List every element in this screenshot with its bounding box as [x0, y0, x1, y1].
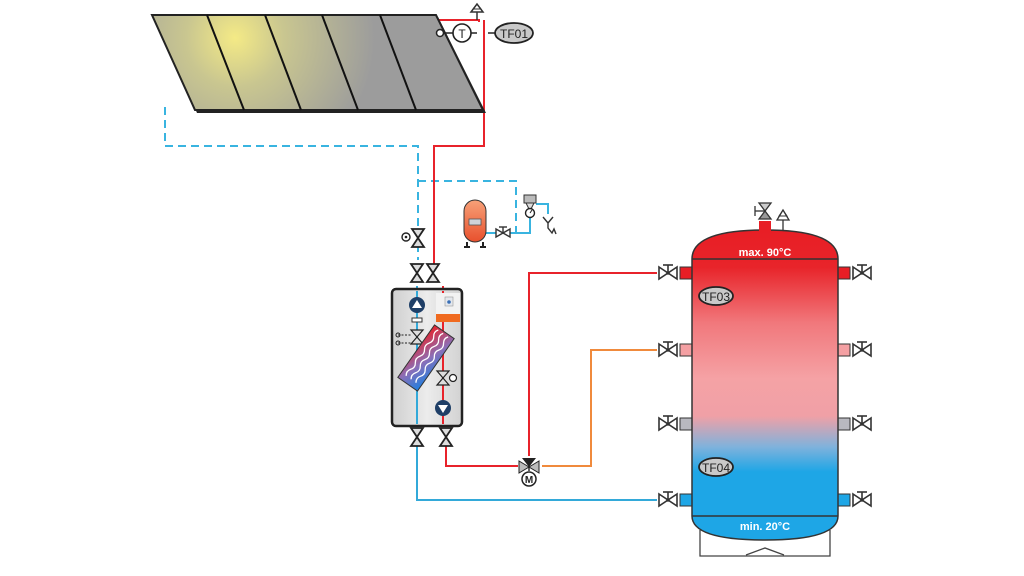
tank-port	[679, 266, 693, 280]
tank-valve-right-bottom	[852, 491, 872, 507]
tank-port	[837, 417, 851, 431]
shutoff-valve-icon	[410, 427, 424, 447]
collector-temperature-sensor: T TF01	[435, 22, 534, 44]
tank-valve-right-top	[852, 264, 872, 280]
expansion-vessel	[463, 199, 487, 248]
max-temperature-label: max. 90°C	[739, 247, 792, 259]
tank-port	[679, 417, 693, 431]
solar-pump-station	[390, 287, 464, 428]
safety-drain-pipe	[536, 203, 549, 214]
warm-pipe-tank-mid	[542, 349, 657, 467]
hot-flow-pipe-collector	[437, 19, 480, 22]
tank-port	[679, 493, 693, 507]
tank-port	[837, 266, 851, 280]
check-valve-with-thermometer	[401, 228, 425, 248]
motor-label: M	[525, 475, 533, 486]
tank-valve-left-upper-mid	[658, 341, 678, 357]
check-valve-hot	[435, 370, 458, 386]
tank-port	[679, 343, 693, 357]
air-vent-icon	[469, 2, 485, 20]
tank-port	[837, 493, 851, 507]
drain-funnel-icon	[542, 216, 557, 235]
fill-drain-valves	[395, 329, 425, 346]
motorized-mixing-valve: M	[518, 458, 540, 487]
cold-return-dashed-pipe	[164, 107, 419, 260]
collector-divider	[206, 14, 245, 111]
vessel-isolation-valve-icon	[495, 226, 511, 239]
min-temperature-label: min. 20°C	[740, 521, 790, 533]
sensor-label-tf03: TF03	[702, 290, 730, 304]
collector-divider	[321, 14, 359, 111]
expansion-branch-dashed-pipe	[418, 180, 517, 232]
solar-collector-array	[150, 14, 486, 113]
hot-pipe-tank-top	[528, 272, 657, 456]
pump-icon-cold	[409, 297, 425, 313]
collector-divider	[379, 14, 417, 111]
tank-valve-left-bottom	[658, 491, 678, 507]
tank-air-vent-icon	[775, 208, 791, 231]
tank-vent-valve-icon	[754, 202, 773, 220]
sensor-badge-tf03	[698, 286, 734, 306]
tank-valve-left-lower-mid	[658, 415, 678, 431]
sensor-badge-tf04	[698, 457, 734, 477]
tank-top-nozzle	[759, 221, 771, 232]
flow-meter-icon	[411, 317, 423, 323]
shutoff-valve-icon	[426, 263, 440, 283]
sensor-label-tf01: TF01	[500, 27, 528, 41]
safety-valve-icon	[523, 194, 537, 213]
pressure-gauge-icon	[524, 207, 536, 219]
buffer-storage-tank: max. 90°C min. 20°C TF03 TF04	[679, 202, 851, 557]
hot-flow-pipe-riser	[433, 20, 485, 272]
hot-pipe-to-mixer	[445, 444, 518, 467]
shutoff-valve-icon	[410, 263, 424, 283]
tank-valve-right-lower-mid	[852, 415, 872, 431]
collector-divider	[264, 14, 302, 111]
sensor-label-tf04: TF04	[702, 461, 730, 475]
vessel-label-plate	[468, 218, 482, 226]
tank-valve-right-upper-mid	[852, 341, 872, 357]
tank-stand	[699, 530, 831, 557]
temperature-symbol: T	[458, 27, 466, 41]
tank-valve-left-top	[658, 264, 678, 280]
pump-icon-hot	[435, 400, 451, 416]
heat-exchanger	[397, 324, 455, 392]
motor-icon	[521, 471, 537, 487]
sensor-badge-tf01	[494, 22, 534, 44]
shutoff-valve-icon	[439, 427, 453, 447]
tank-port	[837, 343, 851, 357]
cold-return-pipe	[416, 444, 657, 501]
